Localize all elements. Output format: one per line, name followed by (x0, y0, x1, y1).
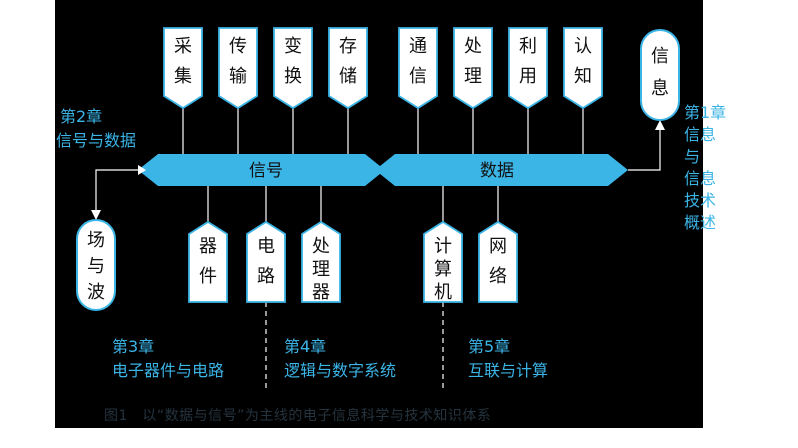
bottom-tab-box (301, 220, 341, 303)
top-tab-char: 信 (409, 66, 427, 87)
chapter5-line: 第5章 (468, 337, 510, 356)
arrowheads (91, 120, 665, 220)
field-wave-box (76, 219, 116, 311)
signal-bar (138, 154, 385, 186)
signal-bar-label: 信号 (249, 161, 283, 181)
chapter1-line: 技术 (684, 191, 716, 210)
top-tab-box (508, 27, 548, 110)
chapter2-line: 信号与数据 (56, 131, 136, 150)
info-box-char: 信 (651, 46, 669, 67)
top-tabs: 采集 传输 变换 存储 通信 处理 利用 认知 (163, 27, 603, 110)
chapter1-line: 与 (684, 147, 700, 166)
top-tab-char: 传 (229, 36, 247, 57)
bottom-tab-char: 处 (312, 236, 330, 257)
bottom-tab-char: 算 (434, 259, 452, 280)
top-tab-char: 处 (464, 36, 482, 57)
chapter1-label: 第1章 信息 与 信息 技术 概述 (684, 103, 726, 232)
top-tab-char: 理 (464, 66, 482, 87)
bottom-tab-char: 网 (489, 236, 507, 257)
figure-caption: 图1 以“数据与信号”为主线的电子信息科学与技术知识体系 (104, 408, 492, 424)
field-wave-char: 波 (87, 282, 105, 303)
bottom-tab-char: 络 (489, 266, 507, 287)
top-tab-char: 利 (519, 36, 537, 57)
chapter3-line: 第3章 (112, 337, 154, 356)
bottom-tab-char: 理 (312, 259, 330, 280)
top-tab-char: 存 (339, 36, 357, 57)
top-tab-char: 用 (519, 66, 537, 87)
chapter1-line: 第1章 (684, 103, 726, 122)
top-tab-char: 认 (574, 36, 592, 57)
chapter2-label: 第2章 信号与数据 (56, 107, 136, 150)
chapter4-label: 第4章 逻辑与数字系统 (284, 337, 396, 380)
info-box-char: 息 (651, 78, 669, 99)
top-tab-box (273, 27, 313, 110)
top-tab-box (563, 27, 603, 110)
top-tab-box (398, 27, 438, 110)
chapter3-label: 第3章 电子器件与电路 (112, 337, 224, 380)
data-bar (375, 154, 628, 186)
top-tab-char: 储 (339, 66, 357, 87)
top-tab-box (328, 27, 368, 110)
top-tab-char: 换 (284, 66, 302, 87)
top-tab-char: 采 (174, 36, 192, 57)
bottom-tab-box (246, 220, 286, 303)
top-tab-char: 知 (574, 66, 592, 87)
chapter2-line: 第2章 (60, 107, 102, 126)
info-box (640, 29, 680, 121)
bottom-tab-box (423, 220, 463, 303)
chapter1-line: 信息 (684, 125, 716, 144)
chapter1-line: 概述 (684, 213, 716, 232)
top-tab-char: 集 (174, 66, 192, 87)
bottom-tab-char: 件 (199, 266, 217, 287)
chapter4-line: 第4章 (284, 337, 326, 356)
top-tab-char: 输 (229, 66, 247, 87)
field-wave-char: 场 (87, 230, 105, 251)
top-tab-box (218, 27, 258, 110)
chapter5-line: 互联与计算 (468, 361, 548, 380)
data-bar-label: 数据 (480, 161, 514, 181)
chapter5-label: 第5章 互联与计算 (468, 337, 548, 380)
connectors (95, 105, 661, 388)
field-wave-char: 与 (87, 256, 105, 277)
bottom-tab-box (188, 220, 228, 303)
chapter3-line: 电子器件与电路 (112, 361, 224, 380)
bottom-tab-char: 器 (312, 282, 330, 303)
chapter4-line: 逻辑与数字系统 (284, 361, 396, 380)
bottom-tab-char: 机 (434, 282, 452, 303)
chapter1-line: 信息 (684, 169, 716, 188)
top-tab-char: 变 (284, 36, 302, 57)
top-tab-char: 通 (409, 36, 427, 57)
top-tab-box (453, 27, 493, 110)
bottom-tab-char: 计 (434, 236, 452, 257)
bottom-tab-char: 器 (199, 236, 217, 257)
bottom-tab-box (478, 220, 518, 303)
bottom-tab-char: 路 (257, 266, 275, 287)
top-tab-box (163, 27, 203, 110)
bottom-tab-char: 电 (257, 236, 275, 257)
